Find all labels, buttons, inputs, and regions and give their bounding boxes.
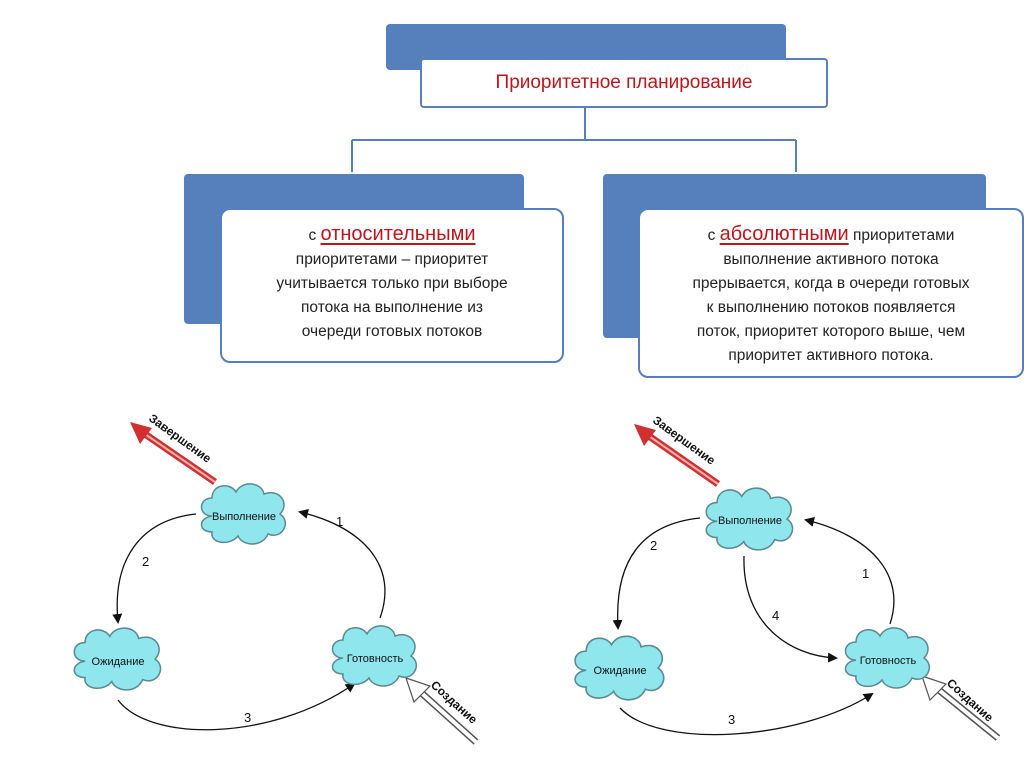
label-4-right: 4 xyxy=(772,608,779,623)
transition-2-left xyxy=(112,513,197,624)
label-3-right: 3 xyxy=(728,712,735,727)
exit-arrow-right xyxy=(634,424,720,487)
state-waiting-right: Ожидание xyxy=(594,665,647,677)
state-diagrams: Завершение Создание 1 2 3 Выполнение Ожи… xyxy=(73,411,1001,745)
exit-arrow-left xyxy=(130,422,217,485)
relative-line-3: потока на выполнение из xyxy=(301,299,483,316)
relative-highlight: относительными xyxy=(320,223,476,245)
diagram-right: Завершение Создание 1 2 4 3 Выполнение О… xyxy=(574,413,1001,741)
absolute-line-3: к выполнению потоков появляется xyxy=(706,299,956,316)
relative-priority-box: с относительными приоритетами – приорите… xyxy=(220,208,564,363)
state-ready-left: Готовность xyxy=(347,653,404,665)
label-1-left: 1 xyxy=(336,514,343,529)
absolute-line-4: поток, приоритет которого выше, чем xyxy=(696,323,966,340)
label-1-right: 1 xyxy=(862,566,869,581)
title-box: Приоритетное планирование xyxy=(420,58,828,108)
label-3-left: 3 xyxy=(244,710,251,725)
absolute-prefix: с xyxy=(707,227,716,244)
absolute-line-5: приоритет активного потока. xyxy=(728,347,934,364)
create-arrow-right xyxy=(921,675,1001,741)
absolute-priority-box: с абсолютными приоритетами выполнение ак… xyxy=(638,208,1024,378)
absolute-heading: с абсолютными приоритетами xyxy=(640,222,1022,248)
label-2-right: 2 xyxy=(650,538,657,553)
transition-1-right xyxy=(804,517,895,625)
transition-3-right xyxy=(619,692,874,736)
relative-line-2: учитывается только при выборе xyxy=(276,275,508,292)
state-running-left: Выполнение xyxy=(212,511,276,523)
hierarchy-connectors xyxy=(351,108,797,172)
relative-line-4: очереди готовых потоков xyxy=(301,323,483,340)
state-ready-right: Готовность xyxy=(860,655,917,667)
absolute-highlight: абсолютными xyxy=(719,223,849,245)
transition-1-left xyxy=(298,509,386,619)
transition-4-right xyxy=(743,555,838,663)
diagram-left: Завершение Создание 1 2 3 Выполнение Ожи… xyxy=(73,411,480,745)
relative-prefix: с xyxy=(308,227,317,244)
absolute-suffix: приоритетами xyxy=(852,227,955,244)
relative-heading: с относительными xyxy=(222,222,562,248)
label-2-left: 2 xyxy=(142,554,149,569)
relative-line-1: приоритетами – приоритет xyxy=(295,251,489,268)
absolute-line-2: прерывается, когда в очереди готовых xyxy=(692,275,970,292)
transition-2-right xyxy=(612,517,701,630)
transition-3-left xyxy=(117,682,356,731)
state-running-right: Выполнение xyxy=(718,515,782,527)
state-waiting-left: Ожидание xyxy=(92,656,145,668)
create-arrow-left xyxy=(405,677,479,745)
absolute-line-1: выполнение активного потока xyxy=(723,251,939,268)
title-text: Приоритетное планирование xyxy=(495,72,753,93)
